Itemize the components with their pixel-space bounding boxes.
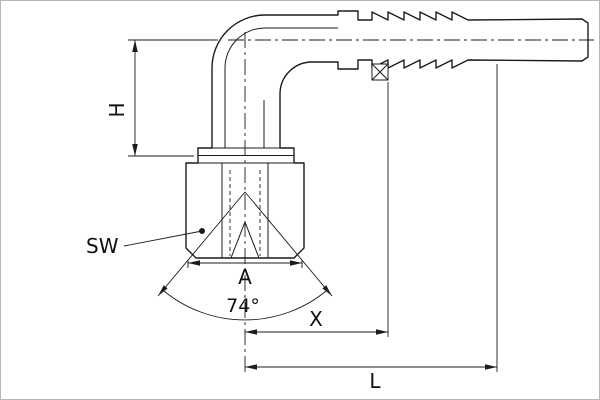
cone-angle-leg-right bbox=[244, 191, 333, 297]
dim-a-arrow-right bbox=[290, 260, 302, 266]
dim-x-arrow-left bbox=[245, 329, 257, 335]
fitting-outline bbox=[185, 10, 589, 259]
dim-h-label: H bbox=[105, 102, 129, 117]
callout-sw: SW bbox=[86, 228, 205, 258]
sw-leader-line bbox=[123, 230, 203, 247]
cone-angle-leg-left bbox=[157, 191, 246, 297]
cone-angle-arc bbox=[162, 289, 328, 321]
dim-x-arrow-right bbox=[376, 329, 388, 335]
dim-l-arrow-left bbox=[245, 364, 257, 370]
dimension-l: L bbox=[245, 64, 498, 393]
oring-cross-section bbox=[371, 63, 389, 81]
dim-a-label: A bbox=[238, 265, 252, 289]
dim-a-arrow-left bbox=[188, 260, 200, 266]
dim-x-label: X bbox=[309, 307, 323, 331]
oring-diagonal-2 bbox=[371, 63, 389, 81]
cone-angle-label: 74° bbox=[226, 295, 260, 317]
dimension-a: A bbox=[187, 260, 303, 289]
dim-h-arrow-bottom bbox=[132, 144, 138, 156]
dimension-x: X bbox=[245, 82, 389, 337]
sw-leader-dot bbox=[199, 228, 205, 234]
sw-label: SW bbox=[86, 234, 119, 258]
dim-h-arrow-top bbox=[132, 40, 138, 52]
dim-l-arrow-right bbox=[485, 364, 497, 370]
cone-angle-arrow-left bbox=[158, 285, 168, 296]
centerlines bbox=[228, 32, 594, 374]
cone-angle-arrow-right bbox=[322, 285, 332, 296]
cone-angle-dimension: 74° bbox=[157, 191, 333, 321]
dimension-h: H bbox=[105, 39, 218, 157]
dim-l-label: L bbox=[369, 369, 381, 393]
